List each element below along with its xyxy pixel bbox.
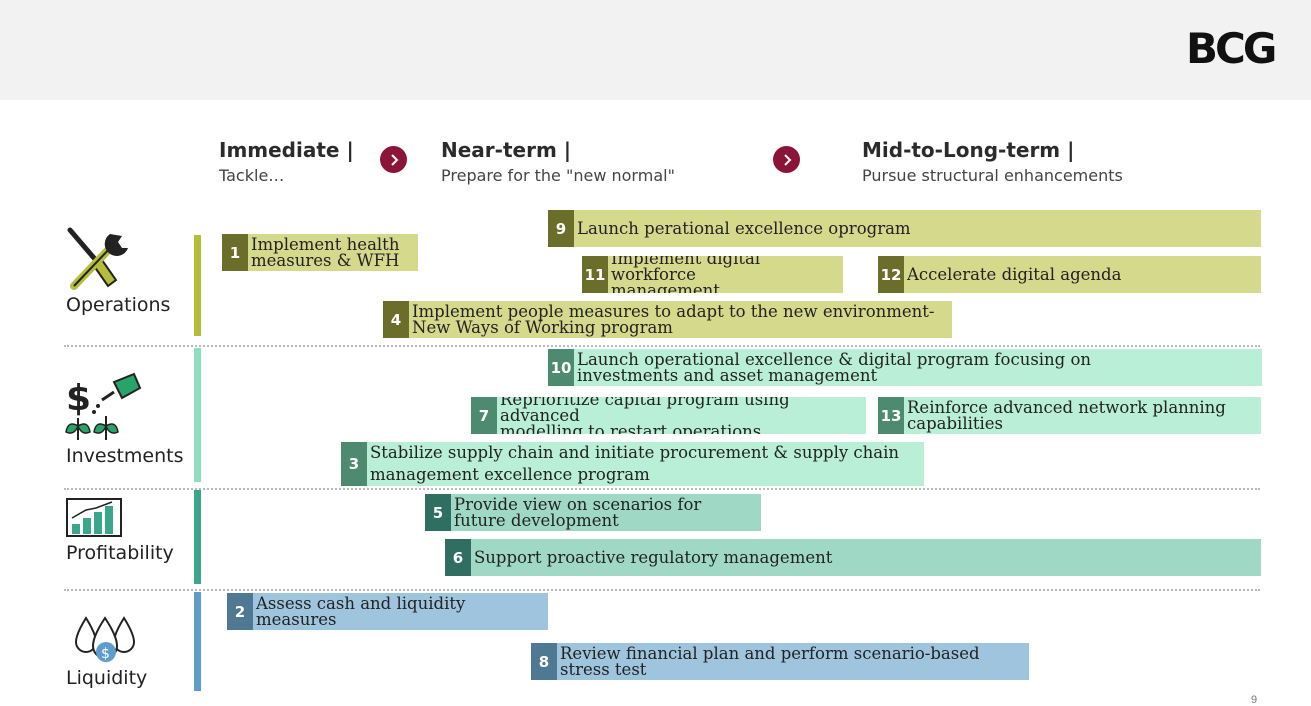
initiative-13: 13 Reinforce advanced network planning c…	[878, 397, 1261, 434]
initiative-12: 12 Accelerate digital agenda	[878, 256, 1261, 293]
phase-immediate: Immediate | Tackle…	[219, 138, 354, 185]
initiative-number: 1	[222, 234, 248, 271]
category-label-investments: Investments	[66, 445, 184, 467]
initiative-text: Implement health measures & WFH	[251, 234, 400, 270]
initiative-text: Launch perational excellence oprogram	[577, 218, 911, 238]
initiative-number: 6	[445, 539, 471, 576]
category-bar-investments	[194, 348, 201, 482]
initiative-number: 8	[531, 643, 557, 680]
initiative-number: 10	[548, 349, 574, 386]
category-bar-liquidity	[194, 592, 201, 691]
row-separator	[64, 488, 1260, 490]
cash-drops-icon: $	[74, 616, 138, 673]
chevron-right-icon	[773, 146, 800, 173]
initiative-number: 5	[425, 494, 451, 531]
phase-subtitle: Pursue structural enhancements	[862, 166, 1123, 185]
phase-title: Mid-to-Long-term |	[862, 138, 1075, 162]
initiative-text: Implement people measures to adapt to th…	[412, 301, 935, 337]
initiative-9: 9 Launch perational excellence oprogram	[548, 210, 1261, 247]
svg-text:$: $	[66, 378, 91, 419]
initiative-text: Reprioritize capital program using advan…	[500, 397, 790, 434]
initiative-text: Stabilize supply chain and initiate proc…	[370, 443, 900, 484]
phase-subtitle: Prepare for the "new normal"	[441, 166, 675, 185]
phase-mid-long-term: Mid-to-Long-term | Pursue structural enh…	[862, 138, 1123, 185]
bcg-logo: BCG	[1186, 24, 1277, 73]
row-separator	[64, 589, 1260, 591]
initiative-10: 10 Launch operational excellence & digit…	[548, 349, 1262, 386]
phase-subtitle: Tackle…	[219, 166, 285, 185]
category-label-liquidity: Liquidity	[66, 667, 148, 689]
initiative-4: 4 Implement people measures to adapt to …	[383, 301, 952, 338]
initiative-text: Assess cash and liquidity measures	[256, 593, 466, 629]
phase-near-term: Near-term | Prepare for the "new normal"	[441, 138, 675, 185]
initiative-number: 3	[341, 442, 367, 486]
category-bar-profitability	[194, 490, 201, 584]
initiative-number: 7	[471, 397, 497, 434]
initiative-1: 1 Implement health measures & WFH	[222, 234, 418, 271]
initiative-number: 11	[582, 256, 608, 293]
initiative-text: Support proactive regulatory management	[474, 547, 833, 567]
growth-chart-icon	[66, 498, 122, 543]
initiative-text: Reinforce advanced network planning capa…	[907, 397, 1226, 433]
initiative-11: 11 Implement digital workforce managemen…	[582, 256, 843, 293]
chevron-right-icon	[380, 146, 407, 173]
svg-text:$: $	[101, 646, 110, 662]
initiative-2: 2 Assess cash and liquidity measures	[227, 593, 548, 630]
initiative-number: 9	[548, 210, 574, 247]
initiative-number: 2	[227, 593, 253, 630]
phase-title: Near-term |	[441, 138, 572, 162]
initiative-text: Implement digital workforce management	[611, 256, 761, 293]
initiative-7: 7 Reprioritize capital program using adv…	[471, 397, 866, 434]
initiative-text: Accelerate digital agenda	[907, 264, 1122, 284]
page-number: 9	[1251, 694, 1258, 706]
tools-icon	[64, 226, 136, 297]
row-separator	[64, 345, 1260, 347]
category-label-profitability: Profitability	[66, 542, 174, 564]
initiative-5: 5 Provide view on scenarios for future d…	[425, 494, 761, 531]
initiative-number: 13	[878, 397, 904, 434]
category-label-operations: Operations	[66, 294, 171, 316]
phase-title: Immediate |	[219, 138, 354, 162]
initiative-text: Provide view on scenarios for future dev…	[454, 494, 702, 530]
initiative-6: 6 Support proactive regulatory managemen…	[445, 539, 1261, 576]
header-band	[0, 0, 1311, 100]
initiative-text: Launch operational excellence & digital …	[577, 349, 1092, 385]
initiative-text: Review financial plan and perform scenar…	[560, 643, 980, 679]
initiative-number: 4	[383, 301, 409, 338]
initiative-number: 12	[878, 256, 904, 293]
money-plant-icon: $	[64, 370, 142, 447]
initiative-3: 3 Stabilize supply chain and initiate pr…	[341, 442, 924, 486]
category-bar-operations	[194, 235, 201, 336]
initiative-8: 8 Review financial plan and perform scen…	[531, 643, 1029, 680]
